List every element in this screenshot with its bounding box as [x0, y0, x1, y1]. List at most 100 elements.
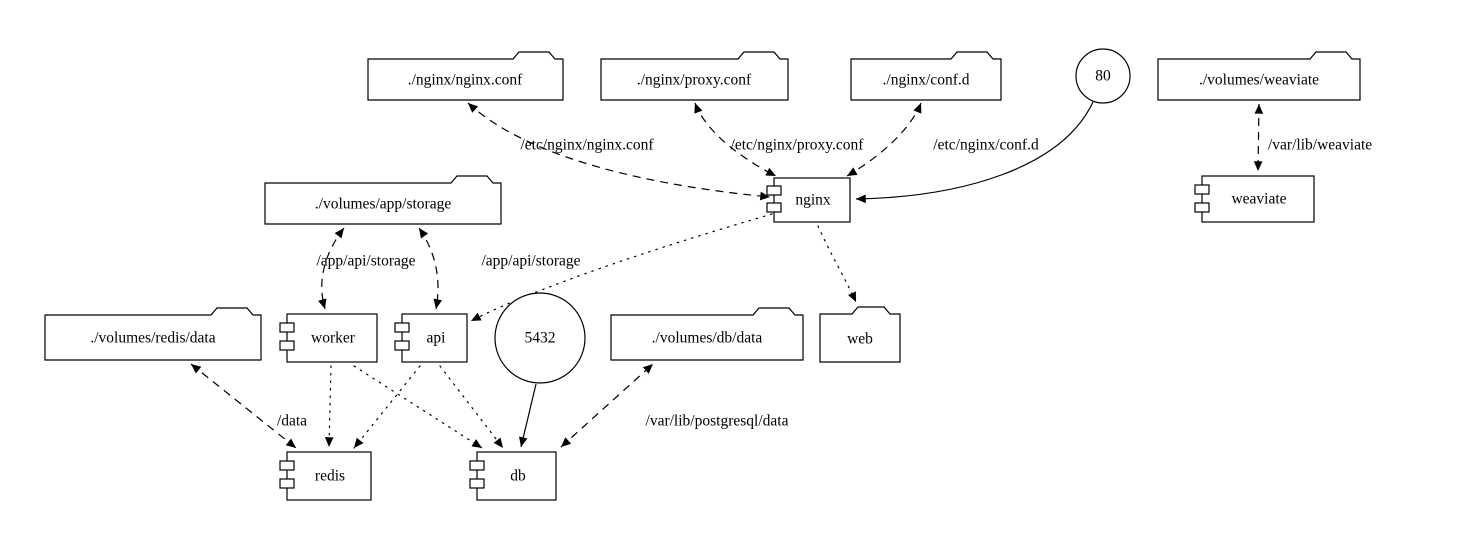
component-tab-icon — [469, 478, 485, 489]
node-label: ./volumes/db/data — [652, 330, 763, 347]
node-web-folder: web — [819, 306, 901, 363]
component-tab-icon — [279, 460, 295, 471]
edge-line — [1253, 103, 1264, 172]
edge-nginx-web — [817, 225, 857, 303]
node-conf-d-volume: ./nginx/conf.d — [850, 51, 1002, 101]
node-proxy-conf-volume: ./nginx/proxy.conf — [600, 51, 789, 101]
node-redis-service: redis — [279, 451, 372, 501]
port-circle-icon — [494, 292, 586, 384]
edge-label-storage-api-mount: /app/api/storage — [482, 253, 581, 270]
component-body — [286, 451, 372, 501]
node-db-data-volume: ./volumes/db/data — [610, 307, 804, 361]
node-label: web — [847, 331, 873, 348]
component-tab-icon — [394, 322, 410, 333]
node-weaviate-service: weaviate — [1194, 175, 1315, 223]
nodes-layer: ./nginx/nginx.conf ./nginx/proxy.conf ./… — [44, 48, 1361, 501]
component-tab-icon — [279, 478, 295, 489]
edge-worker-redis — [324, 365, 334, 448]
folder-icon — [850, 51, 1002, 101]
edge-redisvolume-redis: /data — [190, 363, 307, 449]
folder-icon — [600, 51, 789, 101]
edge-label-proxy-conf-mount: /etc/nginx/proxy.conf — [731, 137, 865, 154]
node-weaviate-volume: ./volumes/weaviate — [1157, 51, 1361, 101]
folder-icon — [44, 307, 262, 361]
component-body — [1201, 175, 1315, 223]
port-circle-icon — [1075, 48, 1131, 104]
edge-label-db-mount: /var/lib/postgresql/data — [646, 413, 789, 430]
folder-icon — [367, 51, 564, 101]
edges-layer: /etc/nginx/nginx.conf /etc/nginx/proxy.c… — [190, 101, 1372, 449]
edge-line — [190, 363, 297, 449]
edge-storage-worker: /app/api/storage — [317, 227, 416, 310]
node-label: ./volumes/weaviate — [1199, 72, 1319, 89]
node-nginx-service: nginx — [766, 177, 851, 223]
edge-line — [418, 227, 443, 310]
edge-weaviatevolume-weaviate: /var/lib/weaviate — [1253, 103, 1372, 172]
edge-nginxconf-nginx: /etc/nginx/nginx.conf — [467, 102, 771, 201]
edge-line — [353, 365, 421, 449]
edge-label-redis-mount: /data — [277, 413, 307, 430]
edge-label-conf-d-mount: /etc/nginx/conf.d — [933, 137, 1039, 154]
node-port-5432: 5432 — [494, 292, 586, 384]
node-label: ./volumes/app/storage — [315, 196, 452, 213]
component-tab-icon — [279, 322, 295, 333]
node-redis-data-volume: ./volumes/redis/data — [44, 307, 262, 361]
edge-line — [467, 102, 771, 201]
node-port-80: 80 — [1075, 48, 1131, 104]
component-tab-icon — [1194, 184, 1210, 195]
node-label: ./volumes/redis/data — [90, 330, 215, 347]
edge-line — [318, 227, 345, 310]
edge-api-db — [439, 365, 504, 449]
edge-line — [855, 101, 1094, 204]
node-nginx-conf-volume: ./nginx/nginx.conf — [367, 51, 564, 101]
component-tab-icon — [766, 185, 782, 196]
edge-line — [324, 365, 334, 448]
node-worker-service: worker — [279, 313, 378, 363]
component-tab-icon — [469, 460, 485, 471]
edge-port5432-db — [519, 383, 537, 448]
node-label: nginx — [795, 192, 831, 209]
edge-port80-nginx — [855, 101, 1094, 204]
edge-line — [817, 225, 857, 303]
node-label: db — [510, 468, 526, 485]
node-label: 80 — [1095, 68, 1111, 85]
edge-line — [694, 102, 777, 177]
edge-api-redis — [353, 365, 421, 449]
component-body — [286, 313, 378, 363]
component-tab-icon — [279, 340, 295, 351]
edge-line — [439, 365, 504, 449]
node-label: weaviate — [1231, 191, 1286, 208]
edge-label-storage-worker-mount: /app/api/storage — [317, 253, 416, 270]
folder-icon — [264, 175, 502, 225]
edge-db-dbvolume: /var/lib/postgresql/data — [560, 363, 789, 448]
node-label: ./nginx/proxy.conf — [637, 72, 752, 89]
node-label: redis — [315, 468, 345, 485]
edge-storage-api: /app/api/storage — [418, 227, 581, 310]
component-tab-icon — [1194, 202, 1210, 213]
component-body — [401, 313, 468, 363]
edge-worker-db — [353, 365, 483, 449]
folder-icon — [1157, 51, 1361, 101]
node-app-storage-volume: ./volumes/app/storage — [264, 175, 502, 225]
edge-label-weaviate-mount: /var/lib/weaviate — [1268, 137, 1372, 154]
node-db-service: db — [469, 451, 557, 501]
folder-icon — [610, 307, 804, 361]
edge-label-nginx-conf-mount: /etc/nginx/nginx.conf — [520, 137, 654, 154]
component-body — [773, 177, 851, 223]
edge-confd-nginx: /etc/nginx/conf.d — [846, 102, 1039, 177]
edge-proxyconf-nginx: /etc/nginx/proxy.conf — [694, 102, 865, 177]
edge-line — [519, 383, 537, 448]
edge-line — [560, 363, 654, 448]
node-label: api — [427, 330, 447, 347]
node-label: ./nginx/nginx.conf — [408, 72, 523, 89]
node-label: ./nginx/conf.d — [883, 72, 970, 89]
node-label: worker — [311, 330, 356, 347]
component-tab-icon — [394, 340, 410, 351]
component-tab-icon — [766, 202, 782, 213]
component-body — [476, 451, 557, 501]
node-api-service: api — [394, 313, 468, 363]
node-label: 5432 — [525, 330, 556, 347]
folder-icon — [819, 306, 901, 363]
